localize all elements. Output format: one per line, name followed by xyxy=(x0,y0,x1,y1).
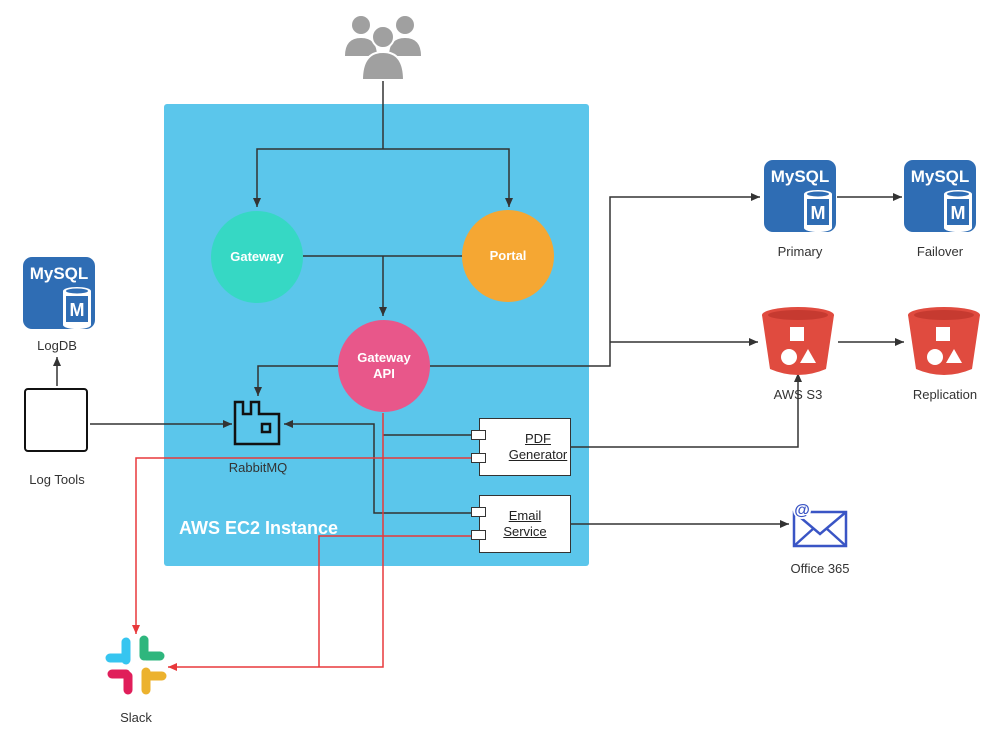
edge-users-portal xyxy=(383,148,513,207)
svg-text:MySQL: MySQL xyxy=(911,167,970,186)
s3-label: AWS S3 xyxy=(773,387,823,402)
email-service-port-bottom xyxy=(471,530,486,540)
edge-email-rabbitmq xyxy=(284,420,472,514)
pdf-generator-port-bottom xyxy=(471,453,486,463)
rabbitmq-icon[interactable] xyxy=(233,400,281,446)
log-tools-label: Log Tools xyxy=(29,472,85,487)
mysql-primary-icon[interactable]: MySQL M xyxy=(763,159,837,233)
email-service-component[interactable]: Email Service xyxy=(479,495,571,553)
mysql-failover-label: Failover xyxy=(916,244,964,259)
svg-text:MySQL: MySQL xyxy=(30,264,89,283)
s3-replication-label: Replication xyxy=(912,387,978,402)
svg-text:M: M xyxy=(951,203,966,223)
s3-bucket-icon[interactable] xyxy=(760,305,836,379)
svg-text:@: @ xyxy=(794,502,810,519)
pdf-generator-component[interactable]: PDF Generator xyxy=(479,418,571,476)
alert-edge-api-slack xyxy=(168,413,384,671)
alert-edge-pdf-slack xyxy=(132,457,472,634)
pdf-generator-label: PDF Generator xyxy=(508,431,568,462)
office365-mail-icon[interactable]: @ xyxy=(790,500,850,550)
slack-icon[interactable] xyxy=(104,634,168,698)
gateway-api-node[interactable]: Gateway API xyxy=(338,320,430,412)
edge-users-gateway xyxy=(253,148,383,207)
gateway-label: Gateway xyxy=(230,249,284,264)
svg-text:M: M xyxy=(70,300,85,320)
mysql-logdb-label: LogDB xyxy=(37,338,77,353)
email-service-label: Email Service xyxy=(503,508,547,539)
edge-pdf-s3 xyxy=(570,373,802,448)
email-service-port-top xyxy=(471,507,486,517)
edge-api-rabbitmq xyxy=(254,365,338,396)
mysql-failover-icon[interactable]: MySQL M xyxy=(903,159,977,233)
edge-api-primary xyxy=(428,193,760,367)
gateway-api-label: Gateway API xyxy=(357,350,411,381)
rabbitmq-label: RabbitMQ xyxy=(228,460,288,475)
pdf-generator-port-top xyxy=(471,430,486,440)
svg-text:M: M xyxy=(811,203,826,223)
portal-label: Portal xyxy=(489,248,527,263)
alert-edge-email-slack xyxy=(318,535,472,667)
ec2-container-title: AWS EC2 Instance xyxy=(179,518,339,538)
portal-node[interactable]: Portal xyxy=(462,210,554,302)
gateway-node[interactable]: Gateway xyxy=(211,211,303,303)
users-icon xyxy=(345,16,421,81)
slack-label: Slack xyxy=(120,710,152,725)
office365-label: Office 365 xyxy=(790,561,850,576)
mysql-logdb-icon[interactable]: MySQL M xyxy=(22,256,96,330)
mysql-primary-label: Primary xyxy=(777,244,823,259)
s3-replication-icon[interactable] xyxy=(906,305,982,379)
svg-text:MySQL: MySQL xyxy=(771,167,830,186)
log-tools-monitor-icon[interactable] xyxy=(24,388,88,452)
